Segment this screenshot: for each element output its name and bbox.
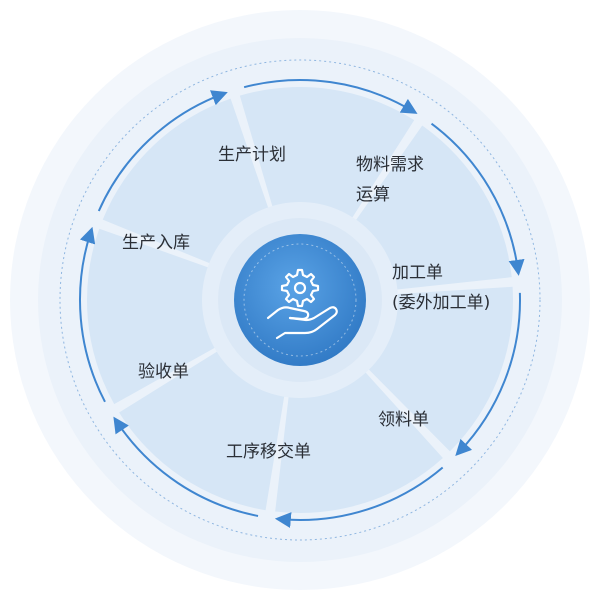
hub-circle [234,234,366,366]
segment-inspect [87,228,239,405]
hub-dashed-ring [243,243,357,357]
flow-arrow-inspect [79,226,106,403]
gear-in-hand-icon [266,268,338,340]
step-label-stock_in: 生产入库 [122,228,190,258]
flow-arrow-plan [243,79,418,114]
flow-arrow-pick [274,466,444,529]
step-label-line: 加工单 [392,263,443,283]
step-label-line: 工序移交单 [226,442,311,462]
step-label-line: (委外加工单) [392,293,491,313]
flow-arrow-transfer [113,416,259,517]
flow-arrow-mrp [430,122,525,276]
dotted-track [59,59,541,541]
segment-plan [239,86,415,241]
step-label-plan: 生产计划 [218,140,286,170]
step-label-pick: 领料单 [378,405,429,435]
step-label-inspect: 验收单 [138,357,189,387]
step-label-mrp: 物料需求运算 [356,150,424,210]
step-label-process: 加工单 (委外加工单) [392,258,490,318]
step-label-line: 物料需求 [356,155,424,175]
step-label-line: 生产计划 [218,145,286,165]
step-label-transfer: 工序移交单 [226,437,311,467]
step-label-line: 验收单 [138,362,189,382]
flow-arrows [79,79,525,529]
flow-arrow-stock_in [97,90,228,212]
step-label-line: 运算 [356,185,390,205]
step-label-line: 领料单 [378,410,429,430]
flow-arrow-process [455,292,521,456]
step-label-line: 生产入库 [122,233,190,253]
